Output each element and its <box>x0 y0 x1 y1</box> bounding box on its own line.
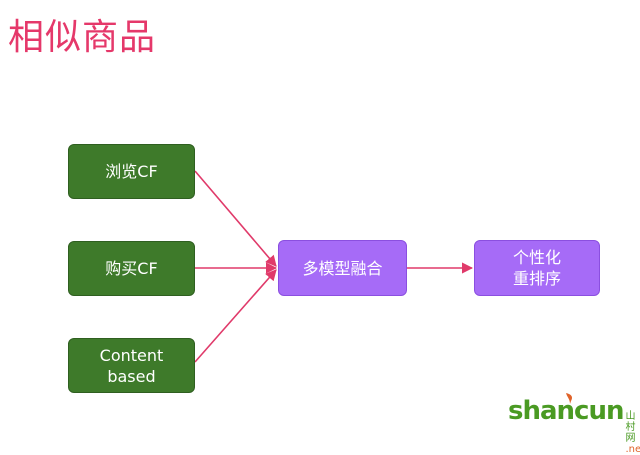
node-content-based: Content based <box>68 338 195 393</box>
node-buy-cf: 购买CF <box>68 241 195 296</box>
node-multi-model-fusion: 多模型融合 <box>278 240 407 296</box>
slide-title: 相似商品 <box>8 17 157 58</box>
watermark-main: shancun <box>508 396 624 426</box>
flow-edges <box>194 170 474 363</box>
site-watermark: shancun 山村网 .net <box>508 393 640 455</box>
node-browse-cf: 浏览CF <box>68 144 195 199</box>
watermark-cn: 山村网 <box>625 411 636 444</box>
leaf-icon <box>566 393 573 404</box>
edge-content-to-fusion <box>194 269 277 363</box>
node-personalized-rerank: 个性化 重排序 <box>474 240 600 296</box>
watermark-suffix: .net <box>625 444 640 455</box>
edge-browse-to-fusion <box>194 170 277 267</box>
